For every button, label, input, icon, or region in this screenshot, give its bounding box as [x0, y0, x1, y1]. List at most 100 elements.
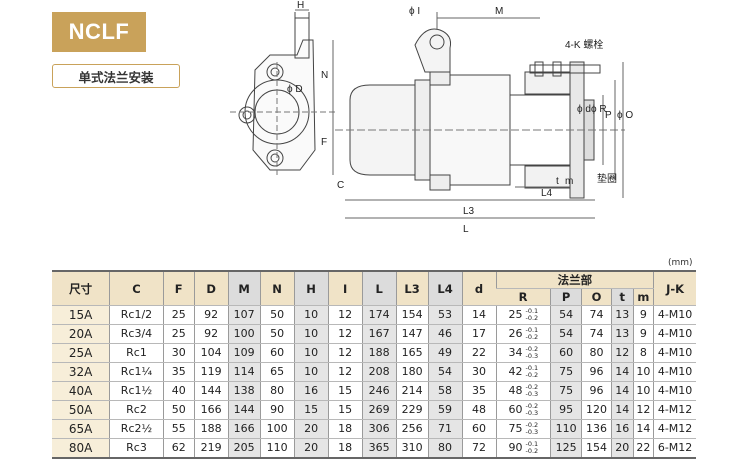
cell-l4: 80	[427, 438, 463, 459]
dim-N: N	[321, 70, 328, 81]
cell-n: 50	[259, 324, 295, 344]
cell-R-value: 60	[508, 403, 523, 416]
cell-l4: 49	[427, 343, 463, 363]
cell-l: 188	[361, 343, 397, 363]
cell-d: 48	[461, 400, 497, 420]
cell-R-tolerance: -0.1-0.2	[526, 365, 539, 379]
cell-t: 14	[610, 362, 634, 382]
tolerance-upper: -0.1	[525, 364, 539, 372]
cell-p: 110	[550, 419, 582, 439]
dim-P: P	[605, 110, 612, 121]
cell-h: 20	[293, 438, 329, 459]
col-JK: J-K	[653, 270, 696, 306]
tolerance-upper: -0.2	[525, 383, 539, 391]
cell-R-tolerance: -0.1-0.2	[526, 441, 539, 455]
cell-l3: 310	[395, 438, 429, 459]
cell-c: Rc2	[109, 400, 164, 420]
cell-l4: 71	[427, 419, 463, 439]
cell-l4: 46	[427, 324, 463, 344]
cell-R: 34-0.2-0.3	[495, 343, 551, 363]
cell-m: 8	[632, 343, 654, 363]
col-L: L	[361, 270, 397, 306]
cell-o: 96	[581, 381, 612, 401]
cell-n: 80	[259, 381, 295, 401]
cell-d: 219	[193, 438, 229, 459]
dim-L3: L3	[463, 206, 475, 217]
col-flange-group: 法兰部	[495, 270, 654, 289]
cell-l: 365	[361, 438, 397, 459]
tolerance-lower: -0.3	[525, 390, 539, 398]
cell-R: 42-0.1-0.2	[495, 362, 551, 382]
cell-R-tolerance: -0.2-0.3	[526, 403, 539, 417]
cell-R: 90-0.1-0.2	[495, 438, 551, 459]
dim-L: L	[463, 224, 469, 235]
cell-f: 25	[162, 324, 195, 344]
cell-n: 65	[259, 362, 295, 382]
col-I: I	[327, 270, 363, 306]
cell-l3: 214	[395, 381, 429, 401]
cell-m: 205	[227, 438, 261, 459]
cell-t: 20	[610, 438, 634, 459]
cell-d: 72	[461, 438, 497, 459]
col-D: D	[193, 270, 229, 306]
cell-h: 15	[293, 400, 329, 420]
cell-l: 167	[361, 324, 397, 344]
dim-t: t	[556, 176, 559, 187]
cell-jk: 4-M10	[653, 381, 696, 401]
col-C: C	[109, 270, 164, 306]
col-P: P	[550, 288, 582, 306]
cell-jk: 4-M10	[653, 305, 696, 325]
cell-jk: 4-M10	[653, 362, 696, 382]
cell-jk: 4-M12	[653, 419, 696, 439]
dim-m: m	[565, 176, 573, 187]
cell-l: 306	[361, 419, 397, 439]
cell-m: 107	[227, 305, 261, 325]
tolerance-lower: -0.2	[525, 314, 539, 322]
cell-i: 12	[327, 362, 363, 382]
cell-d: 166	[193, 400, 229, 420]
cell-f: 50	[162, 400, 195, 420]
tolerance-lower: -0.2	[525, 447, 539, 455]
cell-R-value: 34	[508, 346, 523, 359]
cell-size: 32A	[52, 362, 110, 382]
cell-t: 14	[610, 400, 634, 420]
cell-R-tolerance: -0.1-0.2	[526, 308, 539, 322]
col-L3: L3	[395, 270, 429, 306]
cell-i: 12	[327, 305, 363, 325]
cell-c: Rc1½	[109, 381, 164, 401]
bolt-label: 4-K 螺栓	[565, 38, 603, 51]
tolerance-upper: -0.1	[525, 326, 539, 334]
cell-t: 16	[610, 419, 634, 439]
dim-H: H	[297, 0, 304, 11]
cell-R-value: 48	[508, 384, 523, 397]
cell-R: 48-0.2-0.3	[495, 381, 551, 401]
cell-jk: 4-M10	[653, 343, 696, 363]
cell-m: 138	[227, 381, 261, 401]
cell-R-value: 42	[508, 365, 523, 378]
cell-i: 12	[327, 343, 363, 363]
cell-R: 60-0.2-0.3	[495, 400, 551, 420]
cell-l: 208	[361, 362, 397, 382]
cell-c: Rc1/2	[109, 305, 164, 325]
cell-m: 9	[632, 324, 654, 344]
cell-size: 40A	[52, 381, 110, 401]
cell-size: 65A	[52, 419, 110, 439]
cell-p: 75	[550, 381, 582, 401]
cell-c: Rc2½	[109, 419, 164, 439]
tolerance-lower: -0.2	[525, 371, 539, 379]
cell-m: 10	[632, 362, 654, 382]
cell-m: 14	[632, 419, 654, 439]
cell-jk: 4-M10	[653, 324, 696, 344]
table-subheader-row: R P O t m	[52, 288, 696, 306]
cell-R-tolerance: -0.2-0.3	[526, 346, 539, 360]
col-H: H	[293, 270, 329, 306]
tolerance-upper: -0.2	[525, 402, 539, 410]
tolerance-lower: -0.2	[525, 333, 539, 341]
cell-o: 96	[581, 362, 612, 382]
cell-f: 40	[162, 381, 195, 401]
tolerance-upper: -0.2	[525, 345, 539, 353]
cell-f: 55	[162, 419, 195, 439]
